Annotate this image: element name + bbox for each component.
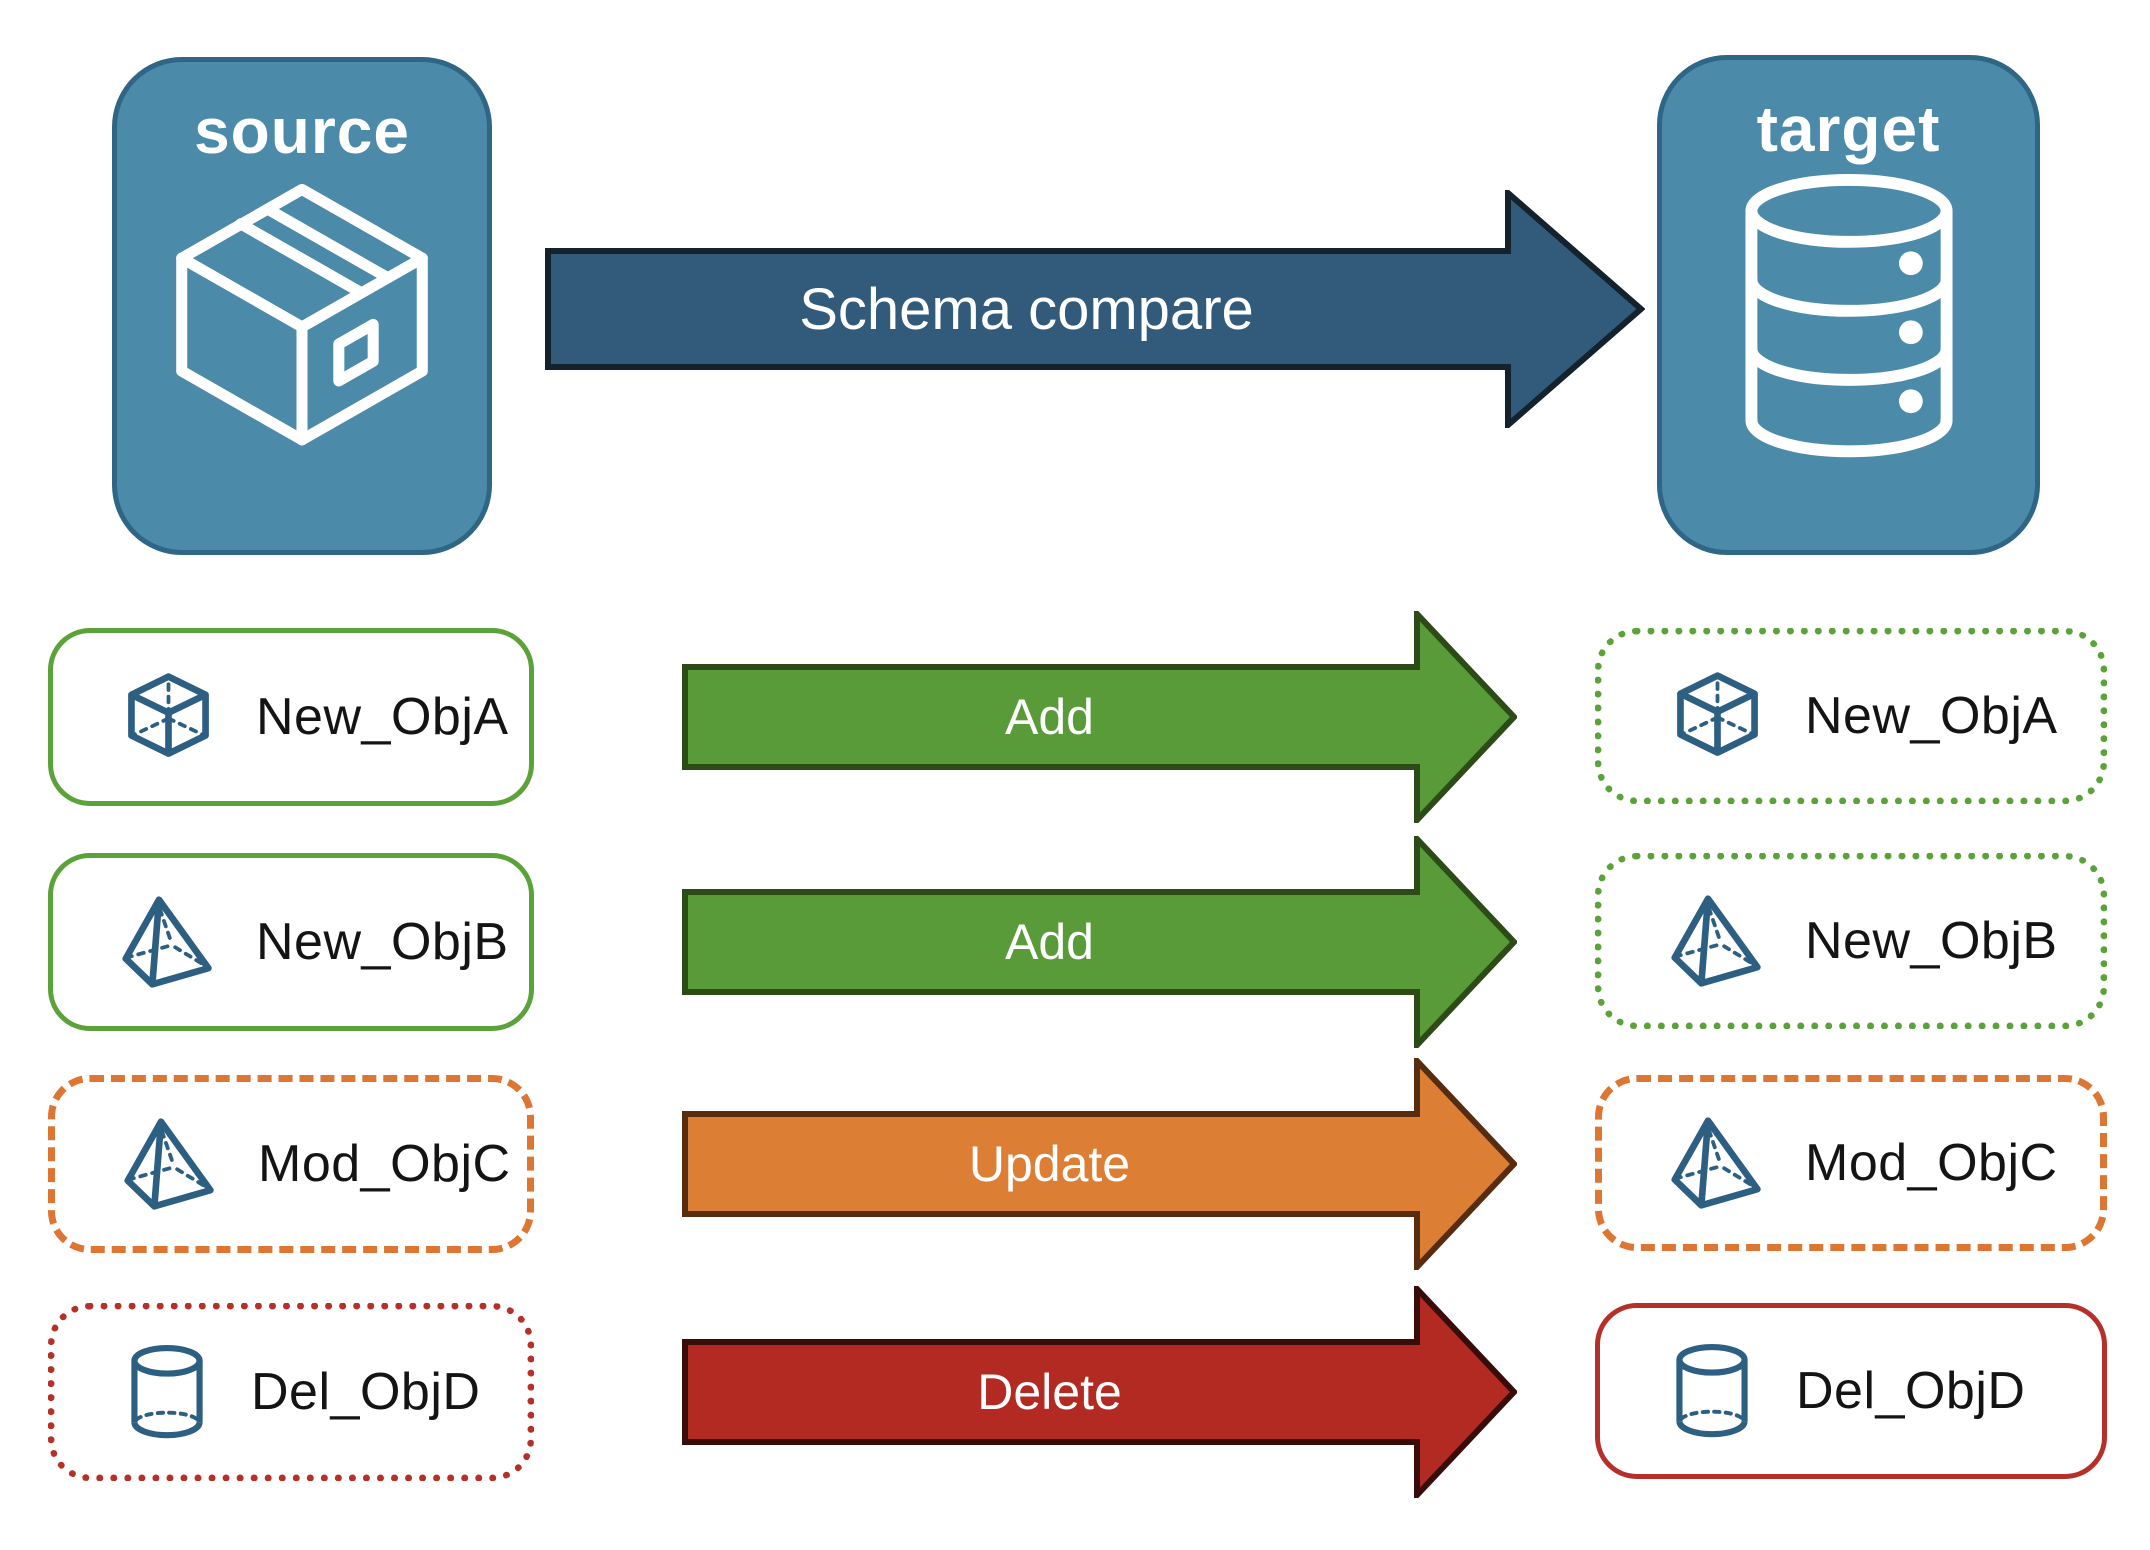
source-object-box-del-objd: Del_ObjD <box>48 1303 534 1481</box>
right-arrow-shape <box>682 836 1517 1048</box>
cylinder-icon <box>1668 1342 1756 1441</box>
object-label: Del_ObjD <box>1796 1362 2026 1420</box>
target-object-box-del-objd: Del_ObjD <box>1595 1303 2107 1479</box>
target-node-label: target <box>1756 93 1941 165</box>
target-object-box-new-obja: New_ObjA <box>1595 628 2107 804</box>
action-arrow-update-objc: Update <box>682 1058 1517 1270</box>
object-label: New_ObjA <box>1805 687 2058 745</box>
object-label: Del_ObjD <box>251 1363 481 1421</box>
pyramid-icon <box>1670 894 1765 989</box>
right-arrow-shape <box>682 1058 1517 1270</box>
source-node-label: source <box>194 95 410 167</box>
action-arrow-label: Add <box>1005 689 1094 745</box>
pyramid-icon <box>1670 1116 1765 1211</box>
pyramid-icon <box>121 895 216 990</box>
object-label: New_ObjB <box>256 913 509 971</box>
action-arrow-label: Add <box>1005 914 1094 970</box>
database-icon <box>1730 172 1968 464</box>
object-label: New_ObjA <box>256 688 509 746</box>
source-object-box-new-obja: New_ObjA <box>48 628 534 806</box>
target-object-box-new-objb: New_ObjB <box>1595 853 2107 1029</box>
action-arrow-label: Delete <box>977 1364 1122 1420</box>
cylinder-icon <box>123 1343 211 1442</box>
right-arrow-shape <box>682 611 1517 823</box>
action-arrow-add-objb: Add <box>682 836 1517 1048</box>
source-node: source <box>112 57 492 555</box>
action-arrow-add-obja: Add <box>682 611 1517 823</box>
target-object-box-mod-objc: Mod_ObjC <box>1595 1075 2107 1251</box>
source-object-box-mod-objc: Mod_ObjC <box>48 1075 534 1253</box>
package-icon <box>167 174 437 470</box>
source-object-box-new-objb: New_ObjB <box>48 853 534 1031</box>
right-arrow-shape <box>682 1286 1517 1498</box>
action-arrow-label: Update <box>968 1136 1131 1192</box>
right-arrow-shape <box>545 190 1645 428</box>
pyramid-icon <box>123 1117 218 1212</box>
object-label: New_ObjB <box>1805 912 2058 970</box>
object-label: Mod_ObjC <box>258 1135 511 1193</box>
action-arrow-delete-objd: Delete <box>682 1286 1517 1498</box>
object-label: Mod_ObjC <box>1805 1134 2058 1192</box>
schema-compare-arrow-label: Schema compare <box>799 276 1254 342</box>
cube-icon <box>121 670 216 765</box>
cube-icon <box>1670 669 1765 764</box>
schema-compare-arrow: Schema compare <box>545 190 1645 428</box>
target-node: target <box>1657 55 2040 555</box>
